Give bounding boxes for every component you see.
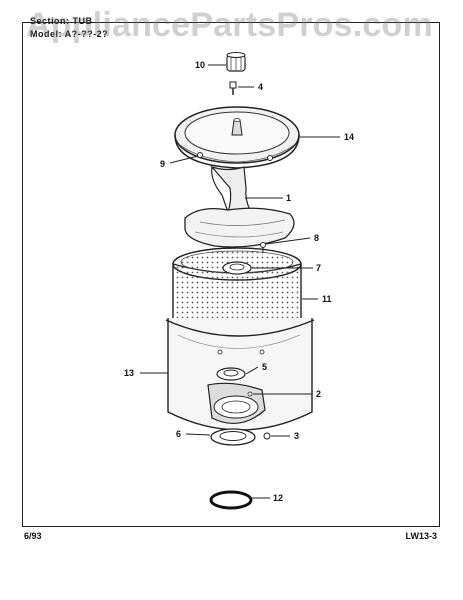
part-bolt <box>260 242 266 252</box>
callout-11: 11 <box>322 294 332 304</box>
callout-14: 14 <box>344 132 354 142</box>
part-tub-seal <box>216 367 246 381</box>
part-nut <box>263 432 271 440</box>
part-agitator-cap <box>226 52 246 72</box>
part-gasket-plate <box>210 428 256 446</box>
footer-date: 6/93 <box>24 531 42 541</box>
callout-6: 6 <box>176 429 181 439</box>
callout-10: 10 <box>195 60 205 70</box>
callout-9: 9 <box>160 159 165 169</box>
callout-3: 3 <box>294 431 299 441</box>
part-o-ring <box>209 490 253 510</box>
callout-1: 1 <box>286 193 291 203</box>
callout-5: 5 <box>262 362 267 372</box>
leader-lines <box>140 64 340 499</box>
part-ring-screw <box>197 152 273 161</box>
diagram-frame <box>22 22 440 527</box>
part-tub-ring <box>174 106 300 169</box>
part-agitator <box>184 165 295 248</box>
callout-13: 13 <box>124 368 134 378</box>
callout-7: 7 <box>316 263 321 273</box>
section-label: Section: TUB <box>30 16 93 26</box>
callout-4: 4 <box>258 82 263 92</box>
callout-2: 2 <box>316 389 321 399</box>
part-center-post <box>207 382 266 425</box>
callout-8: 8 <box>314 233 319 243</box>
footer-page-code: LW13-3 <box>405 531 437 541</box>
part-screw <box>229 81 237 95</box>
watermark: AppliancePartsPros.com <box>26 6 433 44</box>
callout-12: 12 <box>273 493 283 503</box>
model-label: Model: A?-??-2? <box>30 29 109 39</box>
part-drive-hub <box>222 261 252 275</box>
